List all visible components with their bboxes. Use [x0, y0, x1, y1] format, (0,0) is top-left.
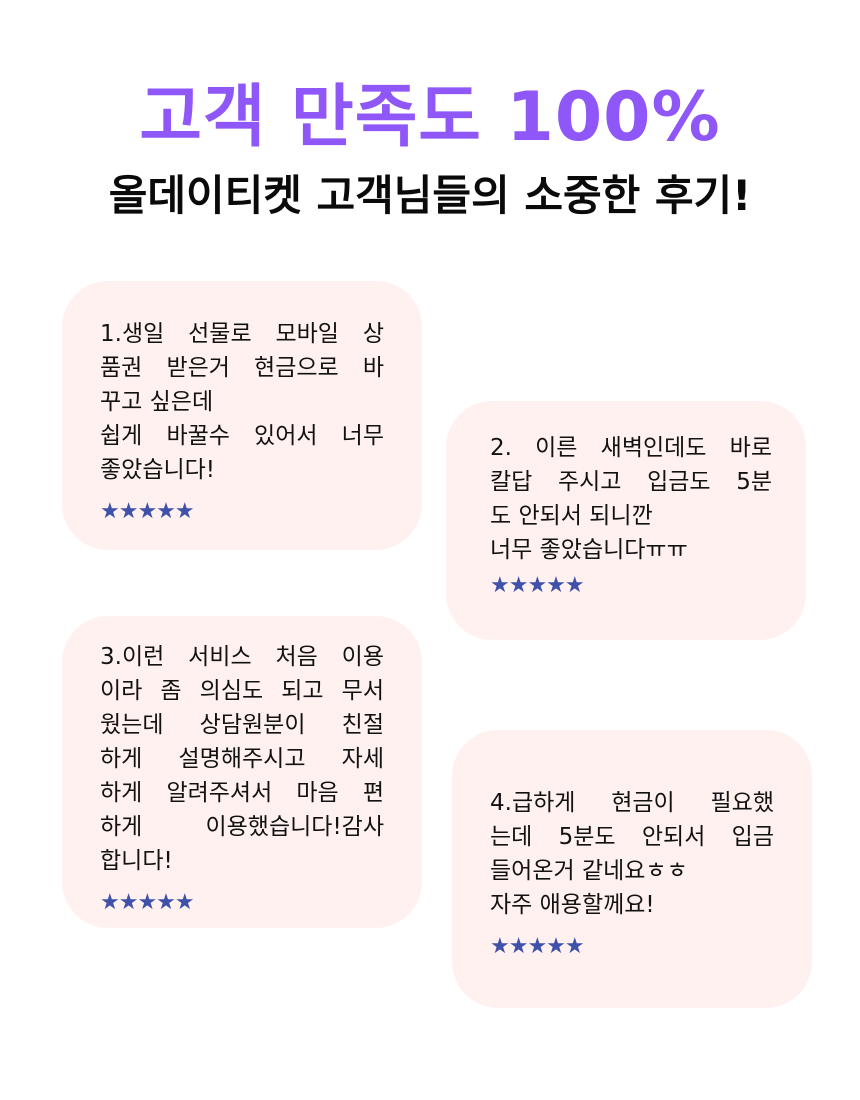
review-line: 자주 애용할께요! [490, 892, 655, 918]
review-line: 3.이런 서비스 처음 이용 [100, 644, 384, 670]
page-subtitle: 올데이티켓 고객님들의 소중한 후기! [108, 171, 752, 220]
review-line: 웠는데 상담원분이 친절 [100, 712, 384, 738]
review-text: 3.이런 서비스 처음 이용 이라 좀 의심도 되고 무서 웠는데 상담원분이 … [100, 640, 384, 916]
review-card-3: 3.이런 서비스 처음 이용 이라 좀 의심도 되고 무서 웠는데 상담원분이 … [62, 616, 422, 928]
star-rating-icon: ★★★★★ [490, 573, 585, 598]
review-line: 2. 이른 새벽인데도 바로 [490, 435, 772, 461]
review-line: 1.생일 선물로 모바일 상 [100, 321, 384, 347]
review-text: 4.급하게 현금이 필요했 는데 5분도 안되서 입금 들어온거 같네요ㅎㅎ 자… [490, 786, 774, 960]
review-line: 꾸고 싶은데 [100, 389, 214, 415]
review-text: 2. 이른 새벽인데도 바로 칼답 주시고 입금도 5분 도 안되서 되니깐 너… [490, 431, 772, 599]
review-line: 칼답 주시고 입금도 5분 [490, 469, 772, 495]
review-card-2: 2. 이른 새벽인데도 바로 칼답 주시고 입금도 5분 도 안되서 되니깐 너… [446, 401, 806, 640]
review-line: 하게 설명해주시고 자세 [100, 746, 384, 772]
star-rating-icon: ★★★★★ [100, 890, 195, 915]
review-card-4: 4.급하게 현금이 필요했 는데 5분도 안되서 입금 들어온거 같네요ㅎㅎ 자… [452, 730, 812, 1008]
review-line: 도 안되서 되니깐 [490, 503, 653, 529]
review-line: 는데 5분도 안되서 입금 [490, 824, 774, 850]
page-title: 고객 만족도 100% [139, 78, 721, 157]
review-line: 하게 알려주셔서 마음 편 [100, 780, 384, 806]
review-line: 들어온거 같네요ㅎㅎ [490, 858, 688, 884]
review-card-1: 1.생일 선물로 모바일 상 품권 받은거 현금으로 바 꾸고 싶은데 쉽게 바… [62, 281, 422, 550]
review-line: 4.급하게 현금이 필요했 [490, 790, 774, 816]
review-line: 하게 이용했습니다!감사 [100, 814, 384, 840]
review-line: 이라 좀 의심도 되고 무서 [100, 678, 384, 704]
review-line: 너무 좋았습니다ㅠㅠ [490, 537, 688, 563]
review-line: 쉽게 바꿀수 있어서 너무 [100, 423, 384, 449]
review-text: 1.생일 선물로 모바일 상 품권 받은거 현금으로 바 꾸고 싶은데 쉽게 바… [100, 317, 384, 525]
review-line: 품권 받은거 현금으로 바 [100, 355, 384, 381]
star-rating-icon: ★★★★★ [100, 499, 195, 524]
review-line: 좋았습니다! [100, 457, 216, 483]
star-rating-icon: ★★★★★ [490, 934, 585, 959]
review-line: 합니다! [100, 848, 173, 874]
